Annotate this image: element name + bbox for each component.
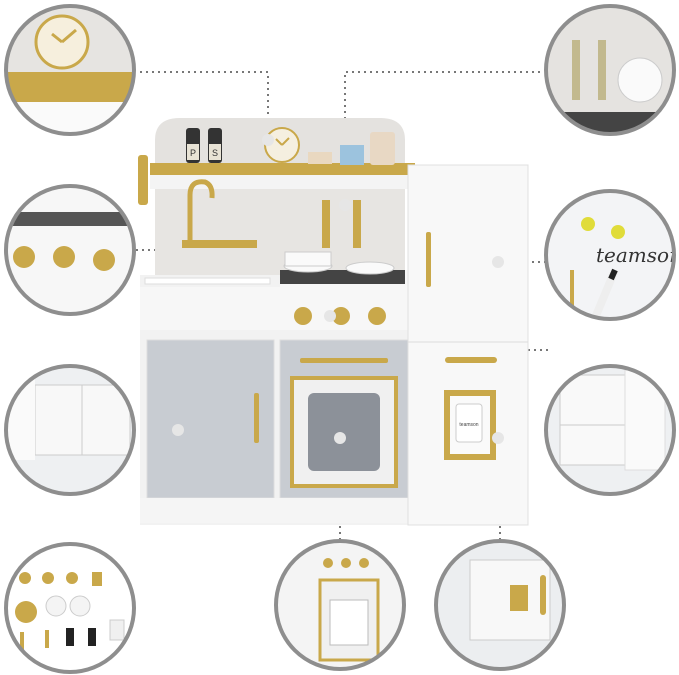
knob [294, 307, 312, 325]
play-kitchen: P S teamson [138, 118, 529, 526]
detail-accessories [6, 544, 134, 672]
pepper-label: P [190, 148, 196, 158]
detail-utensils [546, 6, 674, 134]
knob [332, 307, 350, 325]
detail-whiteboard: teamson [546, 191, 679, 319]
detail-knobs [6, 186, 134, 314]
salt-label: S [212, 148, 218, 158]
detail-fridge-interior [546, 366, 674, 494]
food-box [340, 145, 364, 165]
utensil [353, 200, 361, 248]
food-jar [370, 132, 395, 165]
shelf [150, 163, 415, 175]
utensil [322, 200, 330, 248]
detail-circle-borders [4, 4, 676, 674]
freezer-handle [445, 357, 497, 363]
food-can [308, 152, 332, 164]
wall-phone [138, 155, 148, 205]
fridge-handle [426, 232, 431, 287]
detail-oven [276, 541, 404, 669]
left-cabinet-door [146, 339, 275, 499]
detail-dispenser [436, 541, 564, 669]
knob [368, 307, 386, 325]
pan [345, 261, 395, 275]
whiteboard-writing: teamson [596, 243, 679, 267]
detail-clock [6, 6, 134, 134]
oven-window [308, 393, 380, 471]
cup-brand: teamson [459, 422, 478, 428]
fridge [407, 164, 529, 526]
cup [455, 403, 483, 443]
detail-cabinet [6, 366, 134, 494]
marble-backsplash [155, 175, 405, 275]
cabinet-handle [254, 393, 259, 443]
oven-handle [300, 358, 388, 363]
faucet [187, 179, 215, 245]
